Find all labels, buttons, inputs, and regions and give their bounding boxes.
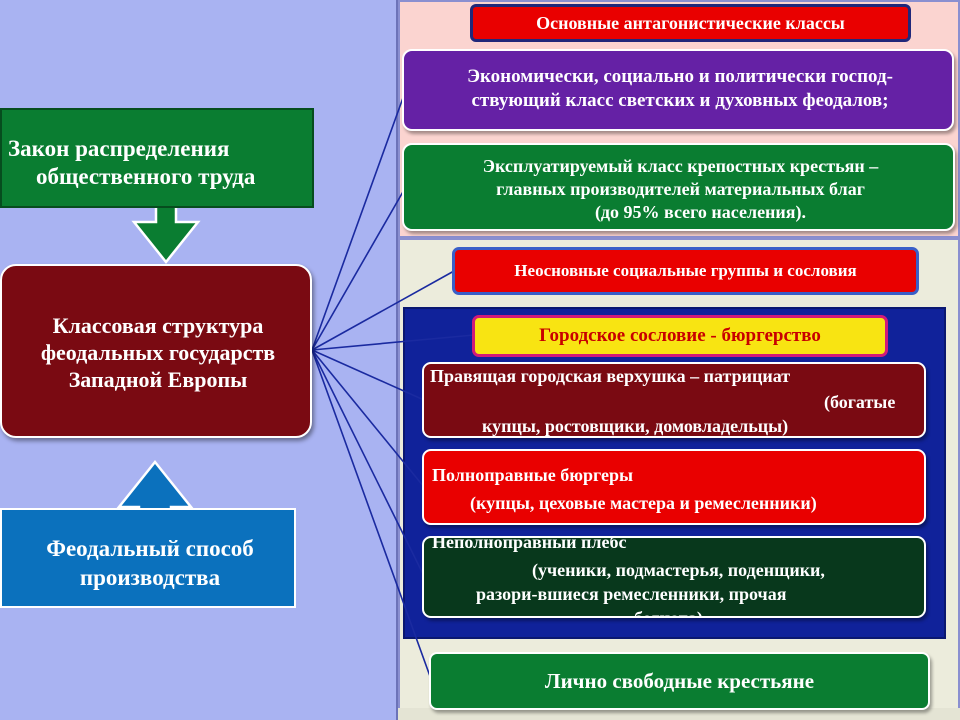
serfs-line-1: Эксплуатируемый класс крепостных крестья…: [482, 156, 879, 176]
patriciate-line-2: (богатые: [824, 392, 896, 412]
structure-box-line-1: Классовая структура: [52, 313, 264, 338]
law-box-line-1: Закон распределения: [8, 136, 230, 161]
structure-box-line-3: Западной Европы: [68, 367, 248, 392]
burghers-title: Городское сословие - бюргерство: [472, 315, 888, 357]
full-burghers-box: Полноправные бюргеры (купцы, цеховые мас…: [422, 449, 926, 525]
plebs-box: Неполноправный плебс (ученики, подмастер…: [422, 536, 926, 618]
patriciate-line-3: купцы, ростовщики, домовладельцы): [482, 416, 789, 436]
lords-line-2: ствующий класс светских и духовных феода…: [471, 90, 889, 111]
main-antagonistic-classes-title: Основные антагонистические классы: [470, 4, 911, 42]
feudal-lords-box: Экономически, социально и политически го…: [402, 49, 954, 131]
mode-box-line-2: производства: [79, 565, 221, 590]
serfs-line-3: (до 95% всего населения).: [594, 202, 807, 222]
structure-box-line-2: феодальных государств: [40, 340, 276, 365]
non-main-groups-title: Неосновные социальные группы и сословия: [452, 247, 919, 295]
full-burghers-line-1: Полноправные бюргеры: [432, 465, 634, 485]
patriciate-box: Правящая городская верхушка – патрициат …: [422, 362, 926, 438]
free-peasants-box: Лично свободные крестьяне: [429, 652, 930, 710]
lords-line-1: Экономически, социально и политически го…: [467, 66, 893, 87]
law-box-line-2: общественного труда: [36, 164, 256, 189]
mode-box-line-1: Феодальный способ: [46, 536, 254, 561]
plebs-line-4: беднота): [634, 608, 703, 618]
class-structure-box: Классовая структура феодальных государст…: [0, 264, 312, 438]
bottom-strip: [398, 708, 960, 720]
patriciate-line-1: Правящая городская верхушка – патрициат: [430, 366, 791, 386]
plebs-line-1: Неполноправный плебс: [432, 536, 627, 552]
serfs-line-2: главных производителей материальных благ: [496, 179, 865, 199]
plebs-line-3: разори-вшиеся ремесленники, прочая: [476, 584, 787, 604]
plebs-line-2: (ученики, подмастерья, поденщики,: [532, 560, 825, 580]
law-of-labor-distribution-box: Закон распределения общественного труда: [0, 108, 314, 208]
feudal-mode-of-production-box: Феодальный способ производства: [0, 508, 296, 608]
full-burghers-line-2: (купцы, цеховые мастера и ремесленники): [470, 493, 817, 513]
serfs-box: Эксплуатируемый класс крепостных крестья…: [402, 143, 955, 231]
